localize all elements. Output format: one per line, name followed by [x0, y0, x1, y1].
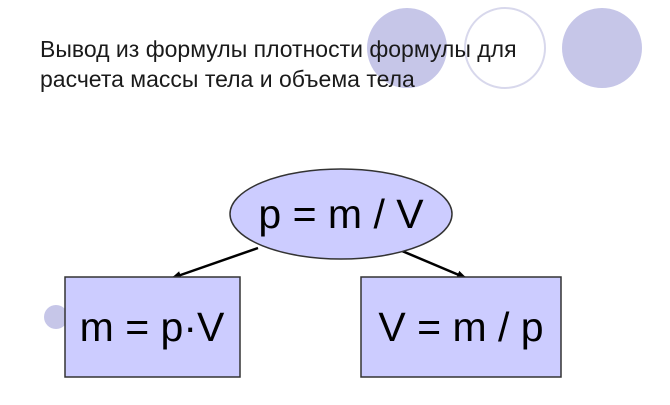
volume-formula-text: V = m / p — [378, 304, 543, 350]
density-formula-text: p = m / V — [258, 191, 424, 237]
volume-formula-box — [360, 276, 562, 378]
slide-title: Вывод из формулы плотности формулы для р… — [40, 34, 600, 94]
decor-circle-filled-1 — [367, 8, 447, 88]
slide-title-line-2: расчета массы тела и объема тела — [40, 66, 415, 92]
slide-title-line-1: Вывод из формулы плотности формулы для — [40, 36, 517, 62]
bullet-dot — [44, 305, 68, 329]
density-formula-ellipse — [229, 168, 453, 260]
decor-circle-outline — [464, 7, 546, 89]
mass-formula-box — [64, 276, 241, 378]
decor-circle-filled-2 — [562, 8, 642, 88]
arrow-to-mass — [171, 246, 259, 280]
mass-formula-text: m = p·V — [80, 304, 225, 350]
arrow-to-volume — [394, 246, 467, 280]
